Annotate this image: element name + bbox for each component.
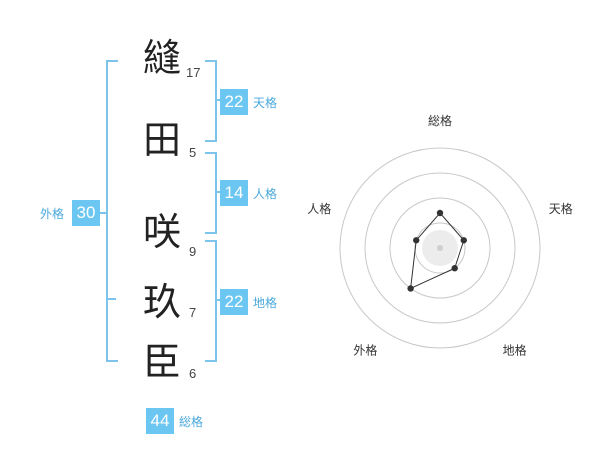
radar-point-2: [460, 237, 467, 244]
radar-point-1: [436, 209, 444, 217]
kanji-4: 玖: [142, 280, 181, 324]
stroke-count-2: 5: [189, 145, 197, 160]
stroke-count-5: 6: [189, 366, 197, 381]
stroke-count-4: 7: [189, 305, 197, 320]
kanji-1: 縫: [142, 36, 181, 80]
jinkaku-bracket-tick: [215, 191, 221, 193]
radar-ring-3: [364, 172, 516, 324]
kanji-2: 田: [142, 118, 181, 162]
radar-axis-label-4: 外格: [353, 343, 377, 358]
radar-axis-label-1: 総格: [428, 113, 452, 128]
tenkaku-label: 天格: [253, 96, 278, 110]
radar-point-5: [413, 237, 420, 244]
gaikaku-value: 30: [72, 200, 100, 226]
gaikaku-bracket-mid: [108, 298, 116, 300]
radar-center-dot: [437, 245, 443, 251]
tenkaku-bracket: [205, 60, 217, 142]
jinkaku-label: 人格: [253, 187, 278, 201]
radar-ring-2: [389, 197, 491, 299]
chikaku-label: 地格: [253, 296, 278, 310]
tenkaku-value: 22: [220, 89, 248, 115]
chikaku-bracket-tick: [215, 299, 221, 301]
kanji-5: 臣: [142, 340, 181, 384]
radar-ring-4: [339, 147, 541, 349]
radar-point-4: [407, 285, 414, 292]
radar-axis-label-2: 天格: [549, 201, 573, 216]
gaikaku-bracket: [106, 60, 118, 362]
jinkaku-bracket: [205, 152, 217, 234]
soukaku-value: 44: [146, 408, 174, 434]
kanji-3: 咲: [142, 210, 181, 254]
gaikaku-bracket-tick: [99, 212, 106, 214]
chikaku-bracket: [205, 240, 217, 362]
jinkaku-value: 14: [220, 180, 248, 206]
radar-point-3: [451, 265, 458, 272]
gaikaku-label: 外格: [40, 207, 65, 221]
stroke-count-3: 9: [189, 244, 197, 259]
radar-data-polygon: [410, 212, 465, 290]
soukaku-label: 総格: [179, 415, 204, 429]
chikaku-value: 22: [220, 289, 248, 315]
stroke-count-1: 17: [186, 65, 201, 80]
radar-axis-label-5: 人格: [307, 201, 331, 216]
radar-axis-label-3: 地格: [503, 343, 527, 358]
tenkaku-bracket-tick: [215, 99, 221, 101]
